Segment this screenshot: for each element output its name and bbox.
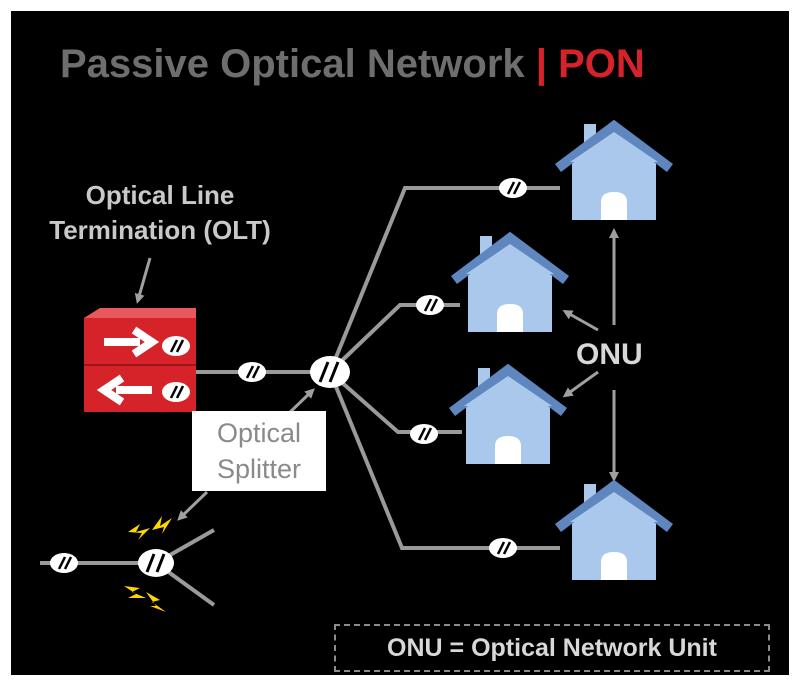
title-accent: PON bbox=[558, 42, 645, 86]
small-splitter-node bbox=[138, 549, 174, 577]
onu-label: ONU bbox=[576, 338, 643, 371]
olt-label-line2: Termination (OLT) bbox=[49, 215, 271, 245]
legend-box: ONU = Optical Network Unit bbox=[334, 624, 770, 672]
legend-text: ONU = Optical Network Unit bbox=[387, 633, 717, 662]
title-main: Passive Optical Network bbox=[60, 42, 525, 86]
olt-label-line1: Optical Line bbox=[85, 180, 235, 210]
spark-icons bbox=[124, 516, 172, 612]
onu-arrows bbox=[562, 228, 619, 482]
splitter-label: Optical Splitter bbox=[192, 411, 326, 491]
splitter-label-line1: Optical bbox=[216, 418, 302, 448]
title-separator: | bbox=[524, 42, 559, 86]
olt-label: Optical Line Termination (OLT) bbox=[20, 178, 300, 248]
splitter-label-line2: Splitter bbox=[216, 454, 302, 484]
optical-splitter-node bbox=[310, 356, 350, 388]
olt-box bbox=[84, 308, 196, 412]
diagram-title: Passive Optical Network | PON bbox=[60, 42, 645, 87]
